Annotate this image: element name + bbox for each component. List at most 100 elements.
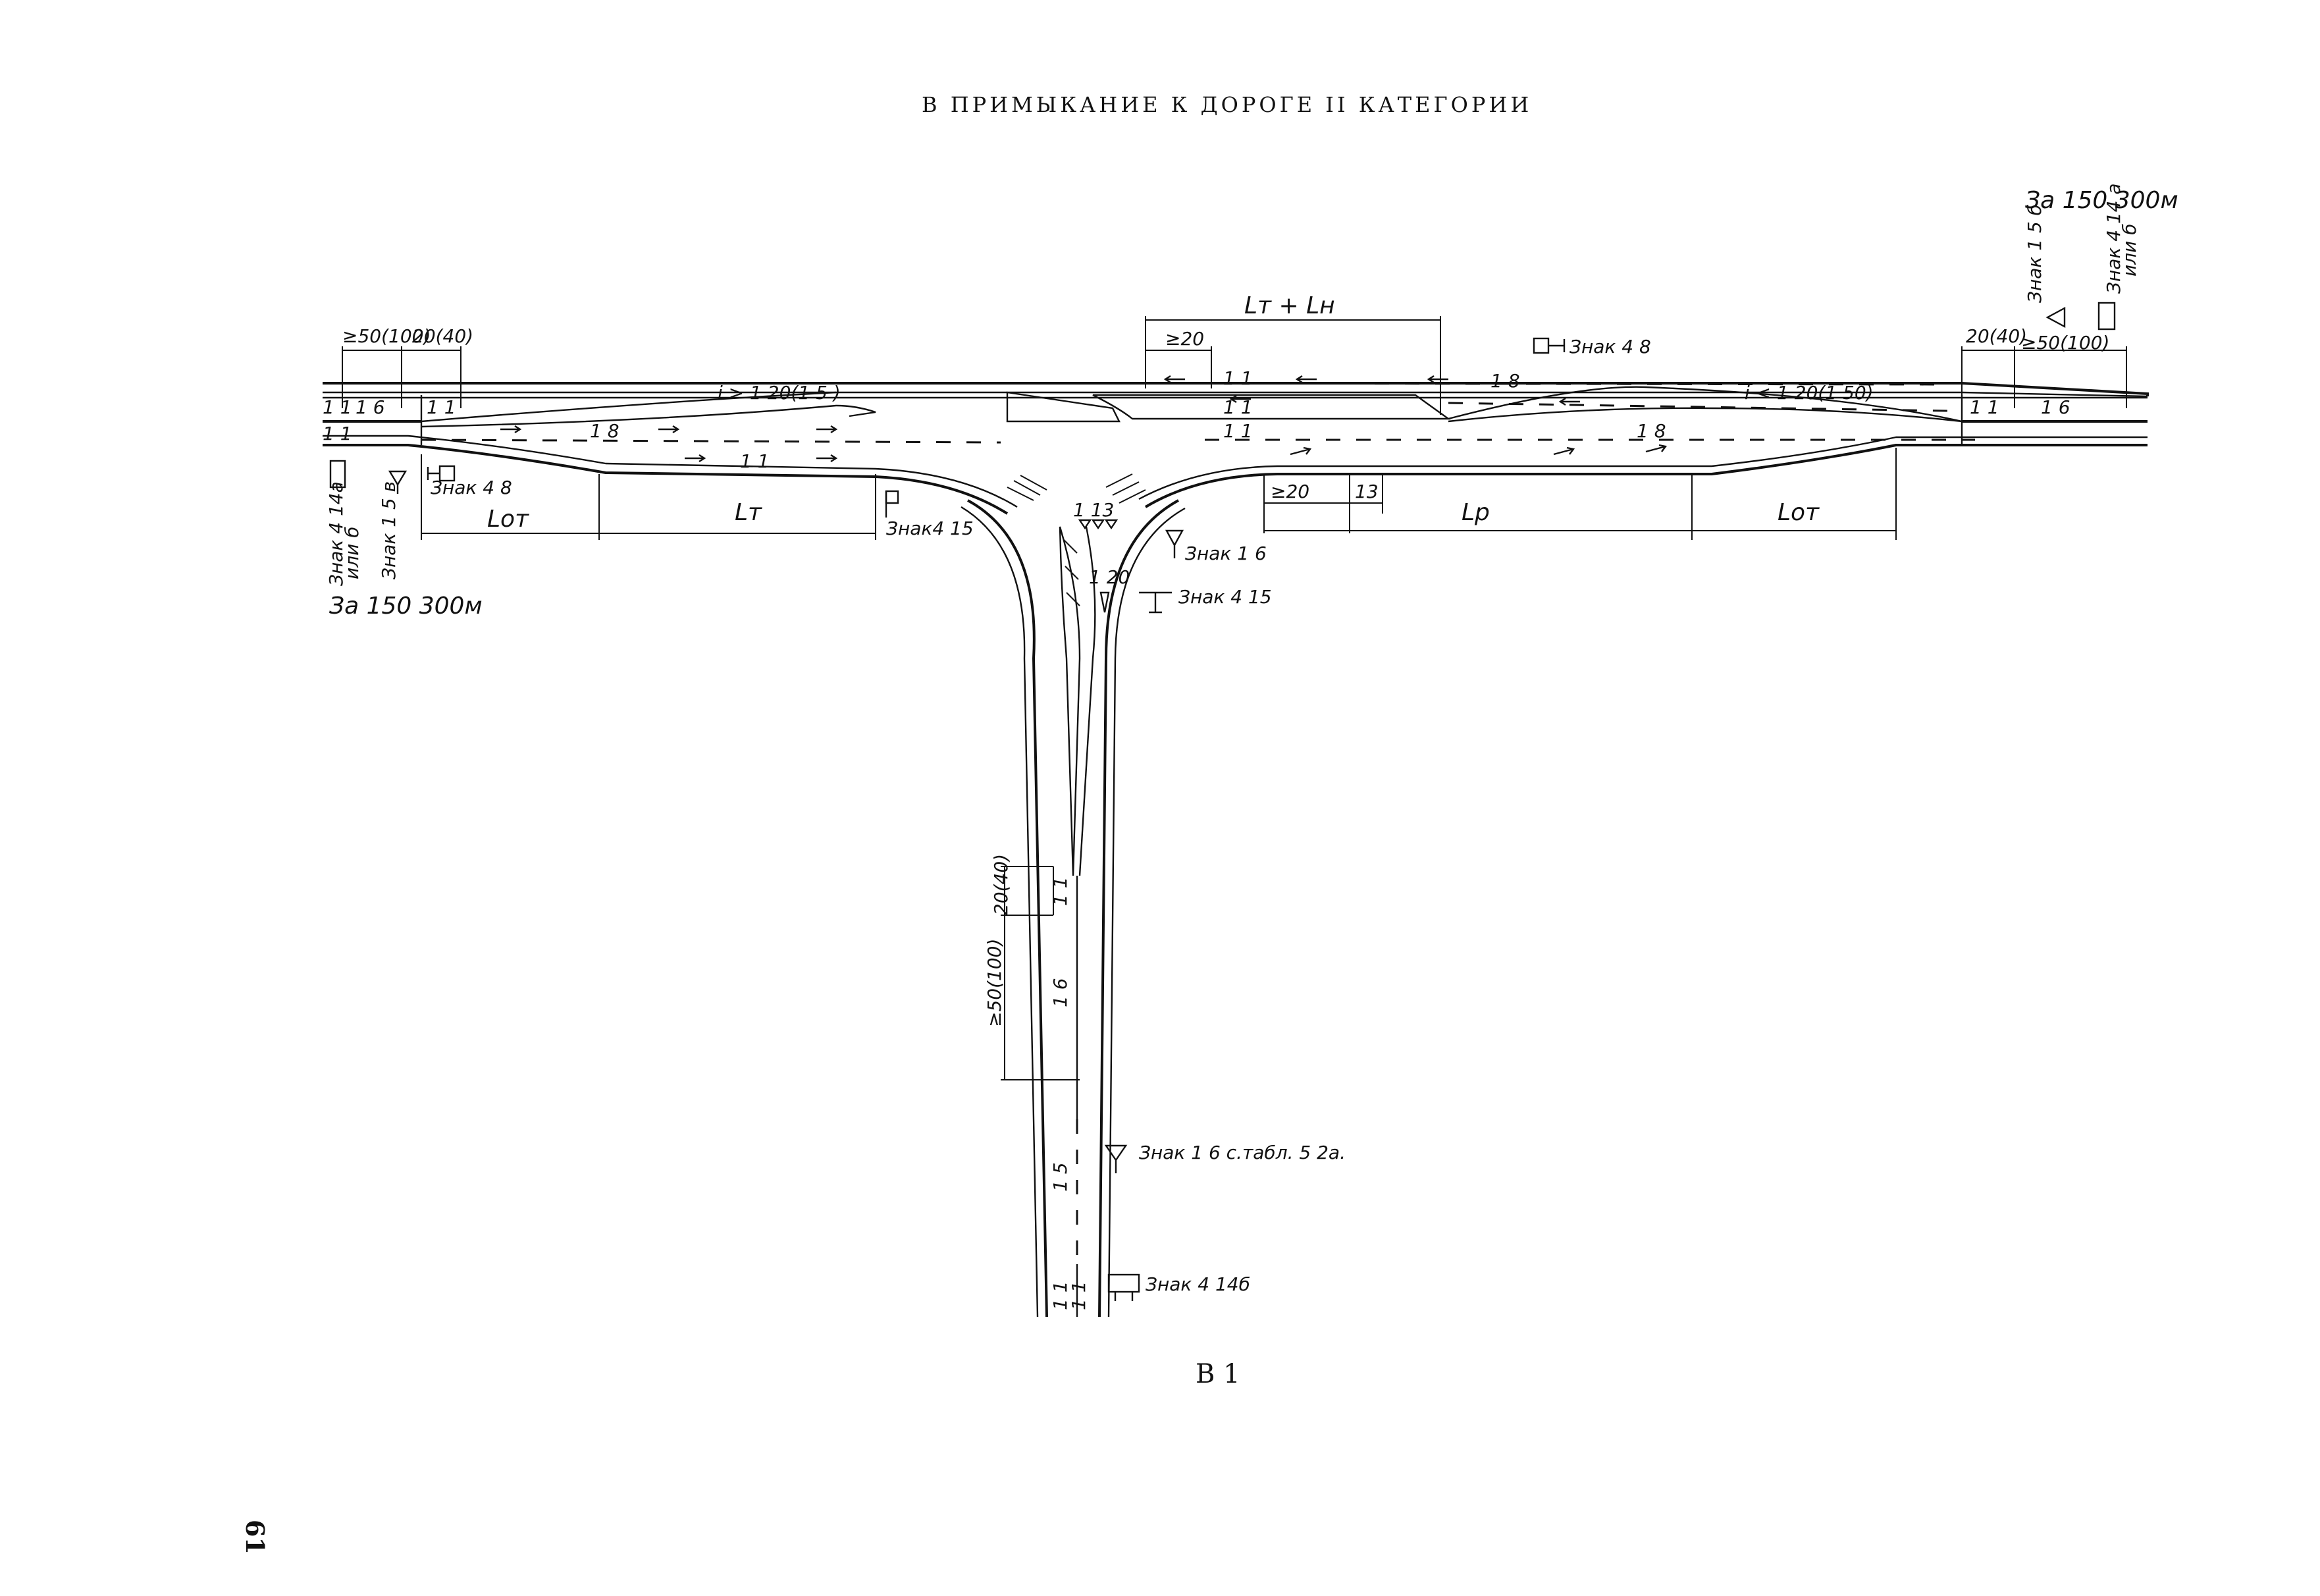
side-road-left-edge-inner — [961, 506, 1039, 1317]
label-m-1-1-vert-a: 1 1 — [1049, 876, 1071, 906]
sign-post-icon — [427, 467, 440, 480]
label-m-1-5-vert: 1 5 — [1049, 1162, 1071, 1192]
arrow-mark — [816, 425, 838, 434]
sign-4-15-right-icon — [1139, 591, 1172, 614]
diagram-title: В ПРИМЫКАНИЕ К ДОРОГЕ II КАТЕГОРИИ — [922, 92, 1532, 117]
label-m-1-1-vert-c: 1 1 — [1068, 1281, 1090, 1310]
side-road-right-edge-inner — [1107, 507, 1186, 1317]
arrow-mark — [658, 425, 680, 434]
label-d-13: 13 — [1355, 481, 1379, 502]
label-m-1-8-top: 1 8 — [1490, 370, 1520, 392]
right-taper-upper — [1448, 386, 1963, 423]
sign-post-icon — [1114, 1292, 1134, 1301]
hatch-left — [1007, 475, 1047, 501]
label-right-sign-4-14: Знак 4 14 а — [2103, 183, 2124, 294]
label-sign-4-15-left: Знак4 15 — [886, 518, 974, 539]
label-sign-4-14b: Знак 4 14б — [1146, 1273, 1250, 1295]
label-m-1-1-f: 1 1 — [1223, 396, 1253, 418]
page-number: 61 — [240, 1520, 270, 1555]
label-d-50-100-left: ≥50(100) — [342, 325, 431, 347]
label-m-1-1-g: 1 1 — [1223, 420, 1253, 442]
label-l-ot-right: Lот — [1778, 499, 1820, 526]
label-m-1-1-d: 1 1 — [740, 450, 770, 472]
left-lane-dash — [421, 439, 1001, 444]
label-m-1-1-c: 1 1 — [323, 423, 352, 444]
label-lt-ln: Lт + Lн — [1244, 292, 1335, 319]
label-m-1-8-left: 1 8 — [590, 420, 620, 442]
arrow-mark — [816, 454, 838, 463]
label-m-1-6-vert: 1 6 — [1049, 978, 1071, 1007]
label-d-20-40-right: 20(40) — [1966, 325, 2027, 347]
label-taper-right: i < 1 20(1 50) — [1745, 382, 1874, 404]
label-left-far: За 150 300м — [329, 593, 483, 620]
right-taper-lower — [1448, 407, 1963, 423]
label-m-1-1-e: 1 1 — [1223, 367, 1253, 389]
label-right-sign-1-5: Знак 1 5 б — [2024, 204, 2045, 303]
left-sign-1-5-icon — [388, 470, 408, 494]
main-road-bottom-edge-left-inner — [323, 435, 1018, 508]
label-d-20-40-vert: 20(40) — [990, 854, 1012, 915]
sign-1-6-table-icon — [1104, 1144, 1128, 1173]
label-m-1-6-a: 1 6 — [356, 396, 385, 418]
label-d-20-bottom: ≥20 — [1271, 481, 1309, 502]
label-sign-4-8-left: Знак 4 8 — [431, 477, 512, 498]
label-m-1-1-h: 1 1 — [1970, 396, 1999, 418]
arrow-mark — [1163, 375, 1185, 384]
main-road-bottom-edge-right — [1144, 444, 2148, 508]
hatch-right — [1105, 473, 1146, 504]
label-d-20-top: ≥20 — [1165, 328, 1204, 350]
label-m-1-13: 1 13 — [1073, 499, 1114, 521]
label-d-20-40-left: 20(40) — [412, 325, 473, 347]
arrow-mark — [1229, 394, 1251, 404]
figure-caption: В 1 — [1196, 1359, 1240, 1389]
side-road — [961, 473, 1186, 1317]
dimension-lines — [342, 316, 2127, 1080]
label-left-sign-1-5: Знак 1 5 в — [378, 481, 400, 579]
label-l-t: Lт — [735, 499, 762, 526]
label-m-1-20: 1 20 — [1089, 566, 1130, 588]
label-m-1-6-b: 1 6 — [2041, 396, 2070, 418]
label-sign-1-6-table: Знак 1 6 с.табл. 5 2а. — [1139, 1142, 1346, 1163]
label-m-1-8-right: 1 8 — [1637, 420, 1666, 442]
label-left-sign-4-14: Знак 4 14а — [325, 481, 347, 586]
sign-post-icon — [1548, 339, 1566, 352]
arrow-1-20 — [1099, 591, 1110, 613]
label-m-1-1-b: 1 1 — [427, 396, 456, 418]
label-d-50-100-vert: ≥50(100) — [984, 939, 1005, 1027]
main-road-bottom-edge-left — [323, 444, 1009, 515]
label-l-r: Lр — [1462, 499, 1490, 526]
hatch-splitter — [1063, 539, 1080, 606]
left-taper-upper — [421, 391, 837, 423]
labels: ≥50(100) 20(40) Lт + Lн ≥20 Знак 4 8 20(… — [323, 183, 2178, 1310]
right-mid-dash — [1448, 402, 1949, 412]
splitter-island-right — [1078, 526, 1096, 876]
arrow-mark — [1553, 446, 1575, 456]
label-sign-1-6: Знак 1 6 — [1185, 543, 1267, 564]
main-road-bottom-edge-right-inner — [1138, 436, 2148, 500]
right-sign-4-14-icon — [2097, 302, 2116, 331]
label-sign-4-15-right: Знак 4 15 — [1178, 586, 1272, 608]
arrow-mark — [685, 454, 706, 463]
right-upper-dash — [1132, 382, 1949, 386]
sign-4-8-right-icon — [1533, 337, 1550, 354]
arrow-mark — [500, 425, 522, 434]
side-road-right-edge-outer — [1098, 499, 1179, 1317]
right-sign-1-5-icon — [2045, 306, 2066, 329]
label-l-ot-left: Lот — [487, 506, 529, 533]
direction-arrows — [500, 375, 1668, 463]
sign-4-14b-icon — [1107, 1273, 1140, 1293]
central-island-right — [1092, 394, 1451, 420]
side-road-left-edge-outer — [967, 499, 1048, 1317]
label-m-1-1-vert-b: 1 1 — [1049, 1281, 1071, 1310]
central-island — [1006, 391, 1120, 423]
main-road — [323, 382, 2149, 515]
triangles-1-13 — [1078, 519, 1119, 530]
label-sign-4-8-right: Знак 4 8 — [1569, 336, 1651, 358]
arrow-mark — [1290, 446, 1312, 456]
left-sign-4-14-icon — [329, 460, 346, 489]
label-d-50-100-right: ≥50(100) — [2021, 332, 2109, 354]
sign-1-6-icon — [1165, 529, 1184, 558]
label-left-sign-4-14-or: или б — [341, 527, 363, 579]
label-m-1-1-a: 1 1 — [323, 396, 352, 418]
